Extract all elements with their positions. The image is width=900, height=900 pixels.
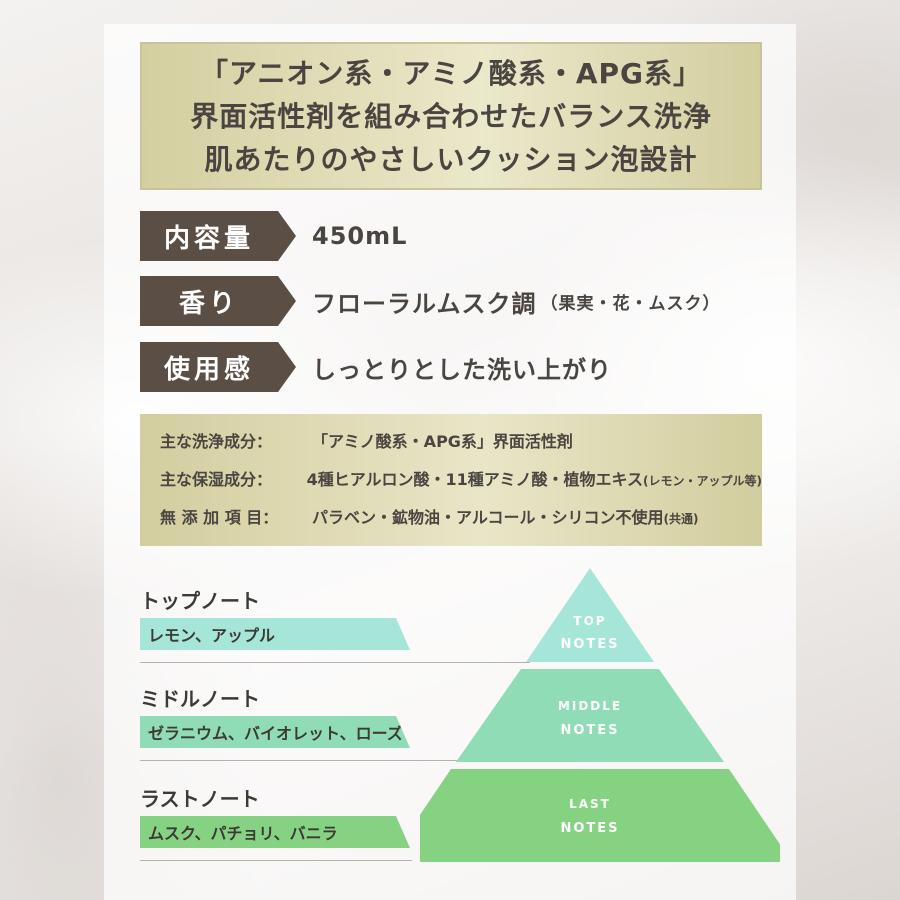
ingredient-label: 主な洗浄成分： bbox=[160, 432, 273, 451]
ingredient-value-text: パラベン・鉱物油・アルコール・シリコン不使用 bbox=[312, 508, 664, 527]
pyramid-last-line2: NOTES bbox=[560, 821, 619, 836]
spec-value-scent: フローラルムスク調（果実・花・ムスク） bbox=[312, 276, 721, 326]
ingredient-value-note: (レモン・アップル等) bbox=[643, 474, 762, 488]
spec-arrow bbox=[278, 342, 296, 392]
spec-value-text: フローラルムスク調 bbox=[312, 289, 537, 318]
pyramid-last-line1: LAST bbox=[569, 797, 611, 811]
spec-label-feel: 使用感 bbox=[140, 342, 278, 392]
ingredient-value-note: (共通) bbox=[663, 512, 699, 526]
ingredient-row-additive-free: 無 添 加 項 目： パラベン・鉱物油・アルコール・シリコン不使用(共通) bbox=[140, 504, 762, 542]
ingredient-label: 主な保湿成分： bbox=[160, 470, 273, 489]
feature-header: 「アニオン系・アミノ酸系・APG系」 界面活性剤を組み合わせたバランス洗浄 肌あ… bbox=[140, 42, 762, 190]
header-line-3: 肌あたりのやさしいクッション泡設計 bbox=[204, 142, 698, 176]
middle-note-bar: ゼラニウム、バイオレット、ローズ bbox=[140, 716, 410, 748]
pyramid-tier-middle bbox=[456, 669, 724, 762]
spec-row-volume: 内容量 450mL bbox=[140, 211, 780, 261]
ingredient-value: 「アミノ酸系・APG系」界面活性剤 bbox=[312, 428, 573, 452]
spec-label-scent: 香り bbox=[140, 276, 278, 326]
fragrance-pyramid: TOP NOTES MIDDLE NOTES LAST NOTES bbox=[420, 568, 780, 862]
ingredient-value-text: 「アミノ酸系・APG系」界面活性剤 bbox=[312, 432, 573, 451]
last-note-bar: ムスク、パチョリ、バニラ bbox=[140, 816, 410, 848]
ingredient-value: パラベン・鉱物油・アルコール・シリコン不使用(共通) bbox=[312, 504, 699, 528]
pyramid-middle-line1: MIDDLE bbox=[558, 699, 622, 713]
middle-note-title: ミドルノート bbox=[140, 687, 260, 711]
last-note-title: ラストノート bbox=[140, 787, 260, 811]
spec-arrow bbox=[278, 276, 296, 326]
spec-value-note: （果実・花・ムスク） bbox=[540, 293, 721, 314]
pyramid-top-line2: NOTES bbox=[560, 637, 619, 652]
note-divider bbox=[140, 860, 412, 861]
pyramid-middle-line2: NOTES bbox=[560, 723, 619, 738]
spec-arrow bbox=[278, 211, 296, 261]
pyramid-tier-top bbox=[526, 568, 654, 662]
header-line-2: 界面活性剤を組み合わせたバランス洗浄 bbox=[190, 99, 712, 133]
spec-value-feel: しっとりとした洗い上がり bbox=[312, 342, 612, 392]
spec-value-text: 450mL bbox=[312, 222, 408, 250]
header-line-1: 「アニオン系・アミノ酸系・APG系」 bbox=[199, 56, 703, 90]
spec-value-text: しっとりとした洗い上がり bbox=[312, 355, 612, 384]
ingredients-box: 主な洗浄成分： 「アミノ酸系・APG系」界面活性剤 主な保湿成分： 4種ヒアルロ… bbox=[140, 414, 762, 546]
note-divider bbox=[140, 662, 530, 663]
ingredient-label: 無 添 加 項 目： bbox=[160, 508, 279, 527]
ingredient-value: 4種ヒアルロン酸・11種アミノ酸・植物エキス(レモン・アップル等) bbox=[307, 466, 762, 490]
pyramid-top-line1: TOP bbox=[573, 614, 606, 628]
spec-value-volume: 450mL bbox=[312, 211, 407, 261]
ingredient-row-moisturizing: 主な保湿成分： 4種ヒアルロン酸・11種アミノ酸・植物エキス(レモン・アップル等… bbox=[140, 466, 762, 504]
ingredient-row-cleansing: 主な洗浄成分： 「アミノ酸系・APG系」界面活性剤 bbox=[140, 428, 762, 466]
top-note-title: トップノート bbox=[140, 589, 260, 613]
spec-row-feel: 使用感 しっとりとした洗い上がり bbox=[140, 342, 780, 392]
pyramid-tier-last bbox=[420, 769, 780, 862]
top-note-bar: レモン、アップル bbox=[140, 618, 410, 650]
spec-label-volume: 内容量 bbox=[140, 211, 278, 261]
ingredient-value-text: 4種ヒアルロン酸・11種アミノ酸・植物エキス bbox=[306, 470, 644, 489]
note-divider bbox=[140, 760, 470, 761]
spec-row-scent: 香り フローラルムスク調（果実・花・ムスク） bbox=[140, 276, 780, 326]
